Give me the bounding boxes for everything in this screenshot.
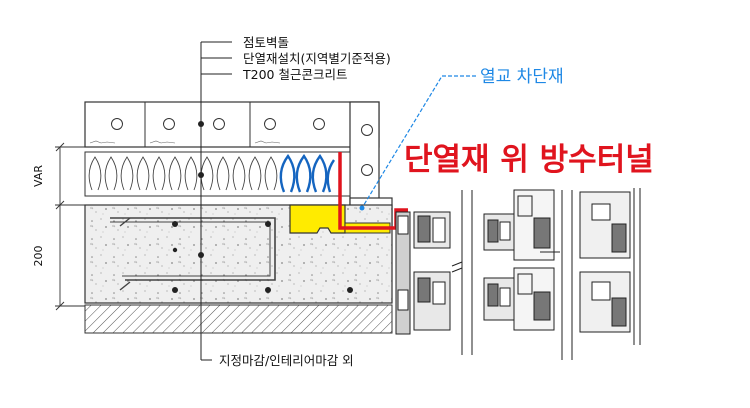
- thermal-break-block: [289, 204, 346, 234]
- dimension-top: VAR: [32, 165, 45, 187]
- dimension-lines: [55, 142, 85, 311]
- callout-layer2: 단열재설치(지역별기준적용): [243, 51, 391, 66]
- callout-bottom: 지정마감/인테리어마감 외: [219, 353, 354, 368]
- window-frame-sections: [395, 188, 641, 360]
- finish-hatch: [84, 304, 393, 334]
- callout-layer1: 점토벽돌: [243, 35, 289, 50]
- thermal-break-leader: [361, 75, 476, 209]
- insulation-layer: [84, 151, 351, 197]
- waterproof-annotation: 단열재 위 방수터널: [404, 142, 654, 178]
- thermal-break-label: 열교 차단재: [480, 67, 564, 87]
- concrete-slab: [84, 204, 393, 304]
- callout-layer3: T200 철근콘크리트: [242, 67, 347, 82]
- dimension-bottom: 200: [32, 246, 45, 267]
